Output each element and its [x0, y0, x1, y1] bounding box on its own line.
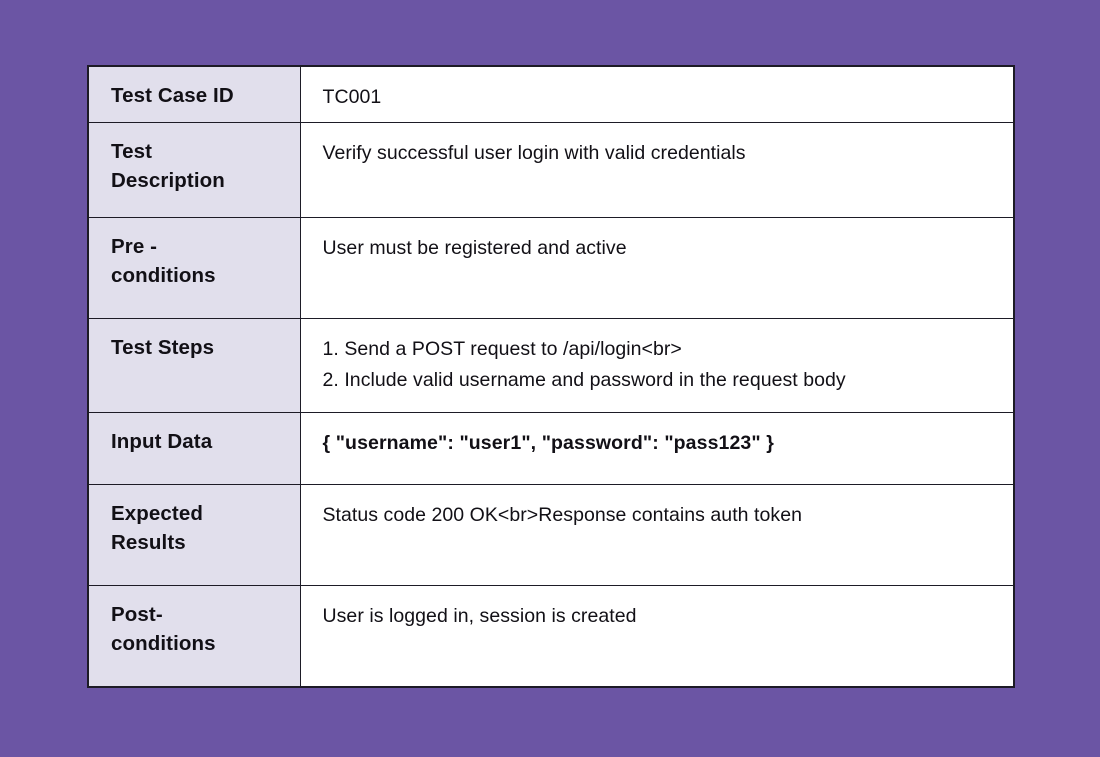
- table-row-value-cell: User must be registered and active: [299, 217, 1015, 319]
- table-row-value-cell: User is logged in, session is created: [299, 585, 1015, 688]
- table-row-value: TC001: [322, 86, 382, 108]
- table-row-value: { "username": "user1", "password": "pass…: [322, 432, 774, 454]
- table-row-label-cell: Test Description: [87, 122, 301, 218]
- table-row: Test Description Verify successful user …: [87, 122, 1015, 218]
- table-row: Test Case ID TC001: [87, 65, 1015, 123]
- table-row-value: 1. Send a POST request to /api/login<br>…: [322, 338, 846, 391]
- table-row-value: User is logged in, session is created: [322, 605, 637, 627]
- table-row-label-cell: Test Steps: [87, 318, 301, 413]
- table-row: Post- conditions User is logged in, sess…: [87, 585, 1015, 688]
- table-row-value-cell: TC001: [299, 65, 1015, 123]
- table-row-value: Status code 200 OK<br>Response contains …: [322, 504, 802, 526]
- table-row-value-cell: 1. Send a POST request to /api/login<br>…: [299, 318, 1015, 413]
- table-row-label-cell: Input Data: [87, 412, 301, 485]
- table-row-label: Test Steps: [111, 336, 215, 359]
- table-row-label: Expected Results: [111, 502, 203, 555]
- table-row: Input Data { "username": "user1", "passw…: [87, 412, 1015, 485]
- table-row-value-cell: Verify successful user login with valid …: [299, 122, 1015, 218]
- table-row-value-cell: Status code 200 OK<br>Response contains …: [299, 484, 1015, 586]
- table-row-label-cell: Test Case ID: [87, 65, 301, 123]
- table-row-label-cell: Post- conditions: [87, 585, 301, 688]
- table-row-label-cell: Expected Results: [87, 484, 301, 586]
- table-row-label: Test Case ID: [111, 84, 234, 107]
- table-row-value: Verify successful user login with valid …: [322, 142, 746, 164]
- table-row: Test Steps 1. Send a POST request to /ap…: [87, 318, 1015, 413]
- table-row-label: Post- conditions: [111, 603, 216, 656]
- table-row: Expected Results Status code 200 OK<br>R…: [87, 484, 1015, 586]
- test-case-table-body: Test Case ID TC001 Test Description Veri…: [87, 65, 1015, 688]
- table-row-label: Input Data: [111, 430, 213, 453]
- table-row-label: Pre - conditions: [111, 235, 216, 288]
- table-row-label-cell: Pre - conditions: [87, 217, 301, 319]
- table-row-value: User must be registered and active: [322, 237, 627, 259]
- table-row-label: Test Description: [111, 140, 225, 193]
- table-row-value-cell: { "username": "user1", "password": "pass…: [299, 412, 1015, 485]
- test-case-table: Test Case ID TC001 Test Description Veri…: [87, 65, 1015, 688]
- table-row: Pre - conditions User must be registered…: [87, 217, 1015, 319]
